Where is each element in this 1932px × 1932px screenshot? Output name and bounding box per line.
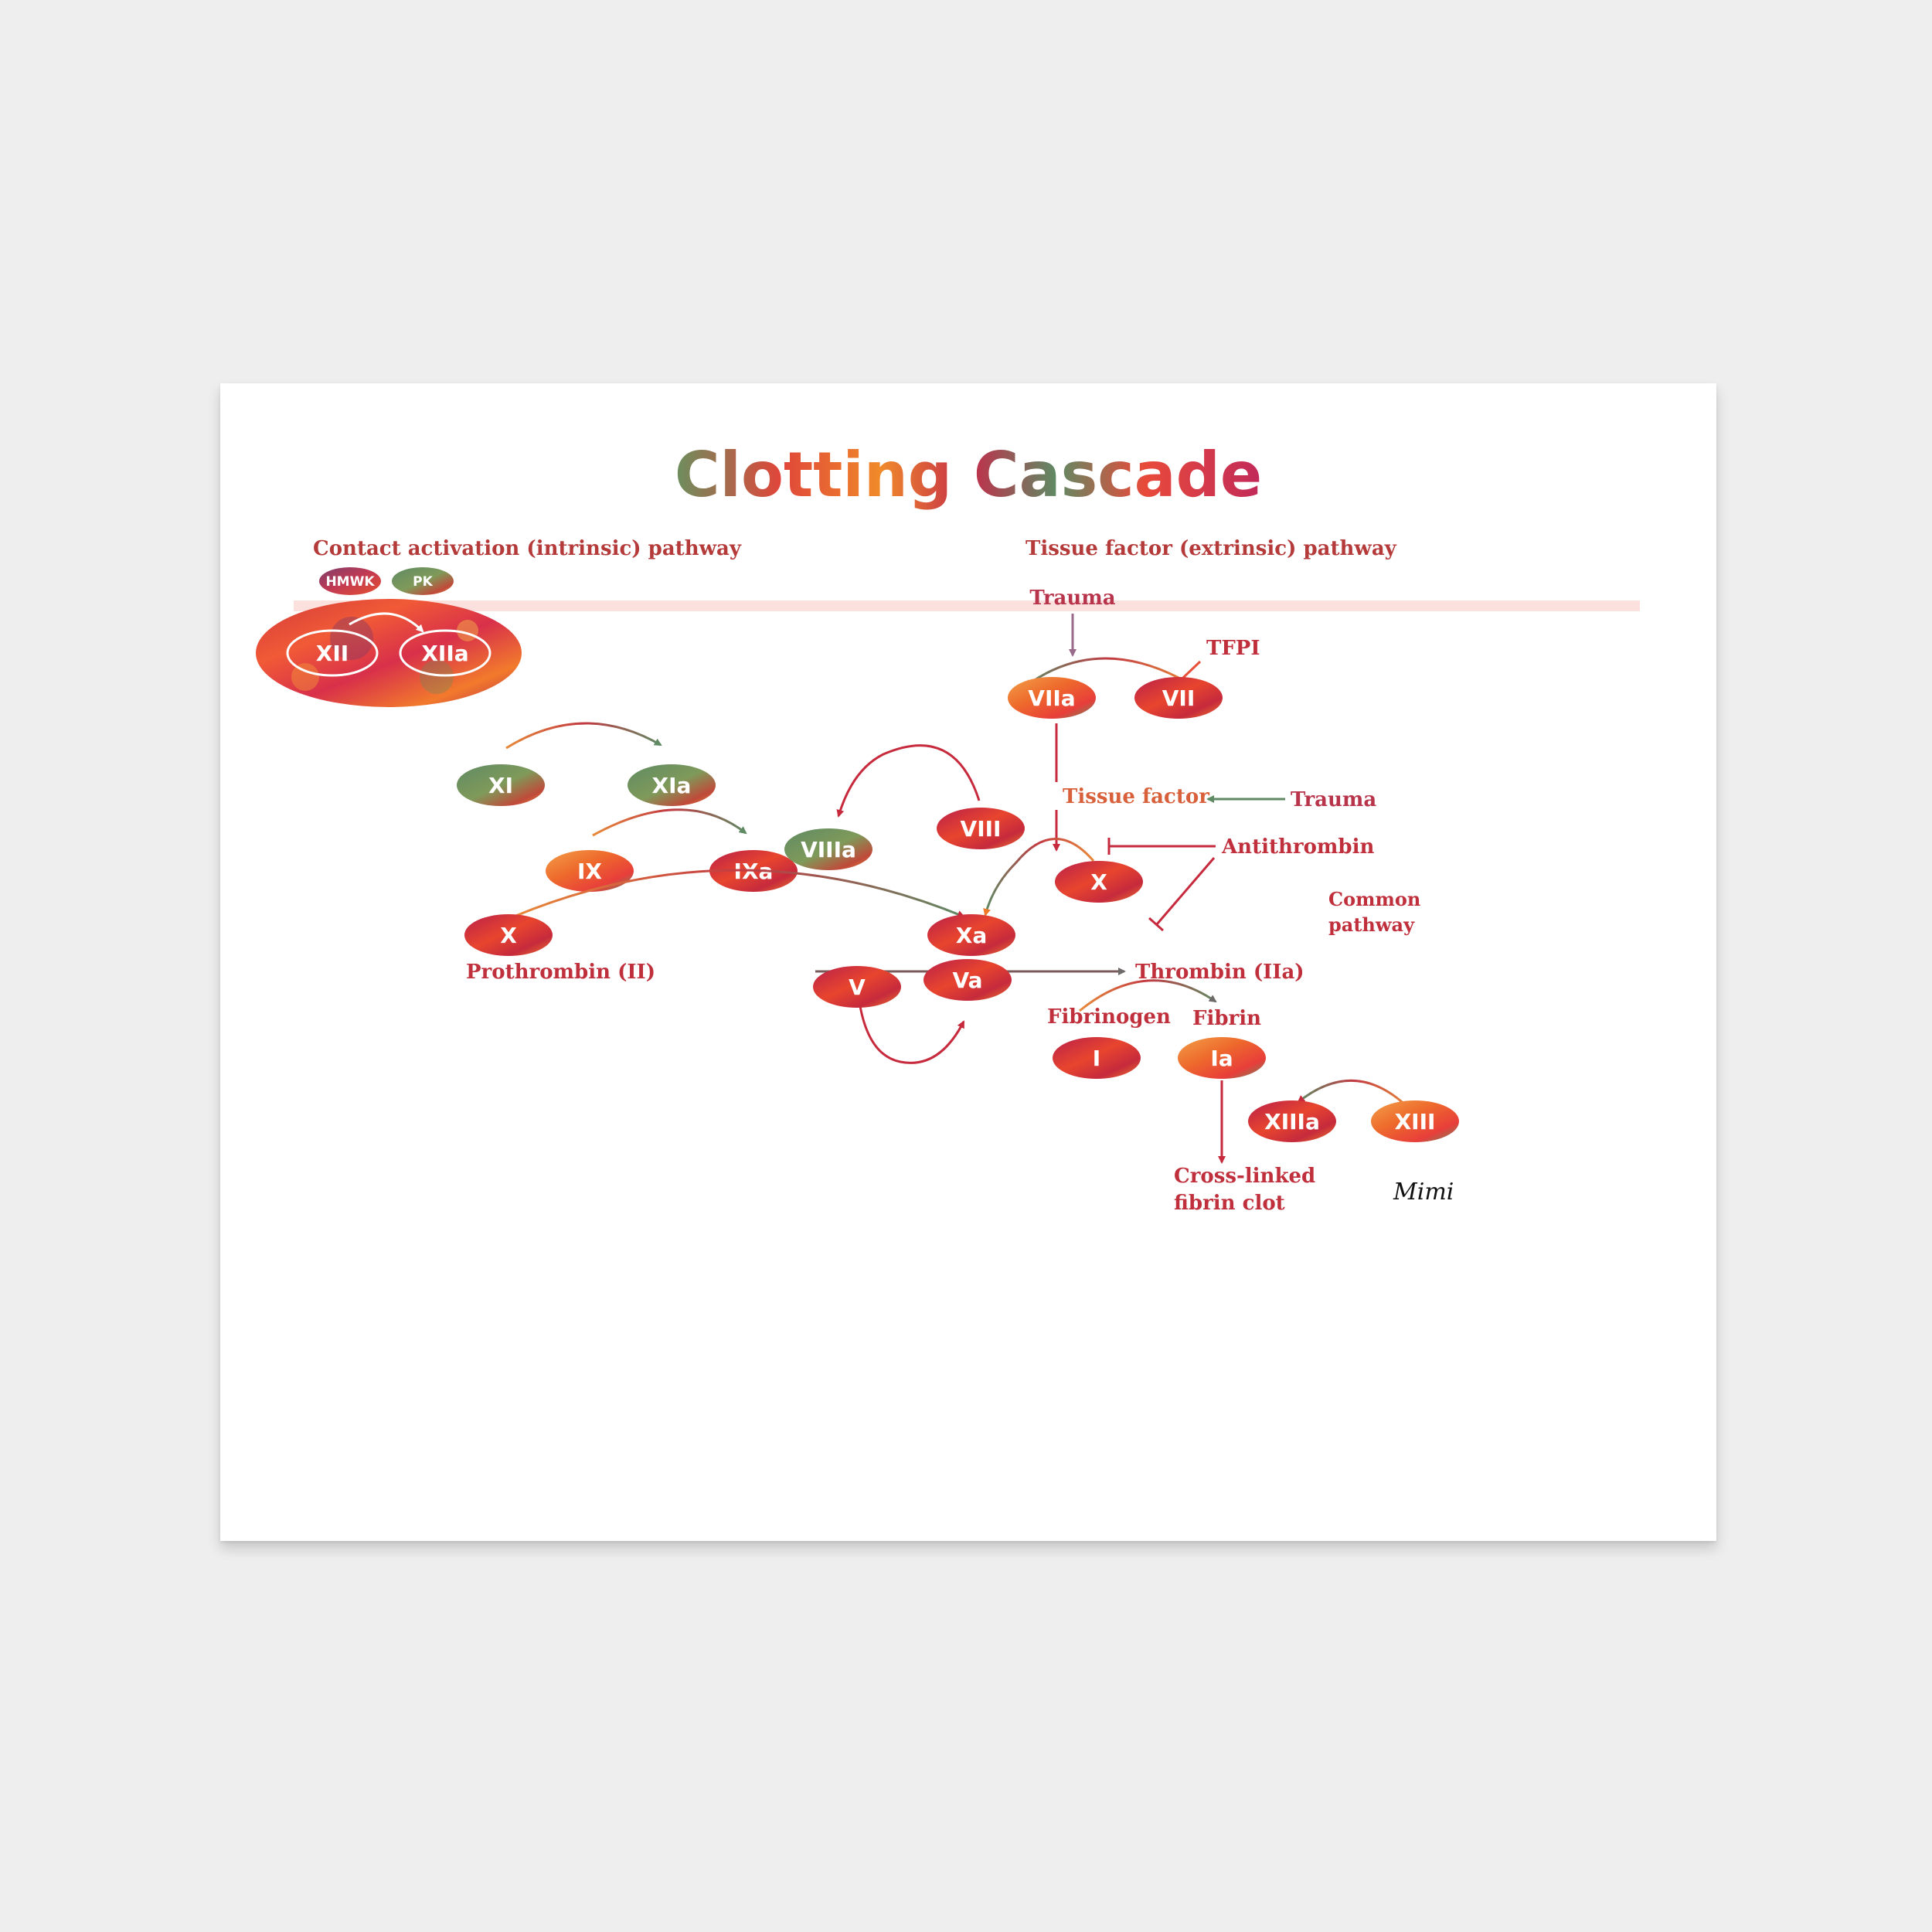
trauma-right-label: Trauma <box>1291 788 1376 811</box>
extrinsic-pathway-label: Tissue factor (extrinsic) pathway <box>1026 537 1397 560</box>
x-ext-to-xa-arrow <box>983 838 1095 917</box>
viiia-node: VIIIa <box>784 828 872 870</box>
common-pathway-label-line1: Common <box>1328 888 1420 910</box>
poster: Clotting Cascade Contact activation (int… <box>220 383 1716 1541</box>
viii-node: VIII <box>937 808 1025 849</box>
xa-label: Xa <box>956 923 987 948</box>
x-extrinsic-node: X <box>1055 861 1143 903</box>
trauma-top-label: Trauma <box>1029 587 1115 610</box>
v-node: V <box>813 966 901 1008</box>
ix-label: IX <box>577 859 602 884</box>
ix-node: IX <box>546 850 634 892</box>
tfpi-label: TFPI <box>1206 637 1260 660</box>
va-label: Va <box>952 968 982 993</box>
xii-label: XII <box>316 641 349 666</box>
fibrinogen-label: Fibrinogen <box>1047 1005 1171 1029</box>
xia-node: XIa <box>628 764 716 806</box>
title-divider <box>294 600 1640 611</box>
i-node: I <box>1053 1037 1141 1079</box>
va-node: Va <box>923 959 1012 1001</box>
xii-complex: XII XIIa <box>256 599 522 707</box>
xiiia-node: XIIIa <box>1248 1100 1336 1142</box>
crosslinked-clot-label-line2: fibrin clot <box>1174 1192 1285 1215</box>
xiii-node: XIII <box>1371 1100 1459 1142</box>
vii-to-viia-arrow <box>1024 657 1195 688</box>
viia-label: VIIa <box>1028 685 1075 711</box>
antithrombin-inhibit-thrombin-bar <box>1148 917 1164 932</box>
fibrinogen-to-fibrin-arrow <box>1079 979 1217 1012</box>
x-intrinsic-node: X <box>464 914 553 956</box>
common-pathway-label-line2: pathway <box>1328 913 1415 936</box>
xiiia-label: XIIIa <box>1264 1109 1320 1134</box>
antithrombin-label: Antithrombin <box>1221 835 1374 859</box>
v-label: V <box>849 975 866 1000</box>
crosslinked-clot-label-line1: Cross-linked <box>1174 1165 1315 1188</box>
diagram-title: Clotting Cascade <box>675 439 1262 511</box>
xi-node: XI <box>457 764 545 806</box>
viii-to-viiia-arrow <box>836 744 981 818</box>
clotting-cascade-diagram: Clotting Cascade Contact activation (int… <box>256 439 1459 1215</box>
xiii-to-xiiia-arrow <box>1297 1079 1412 1111</box>
artist-signature: Mimi <box>1393 1179 1454 1206</box>
viiia-label: VIIIa <box>801 837 856 862</box>
pk-node: PK <box>392 567 454 595</box>
x-extrinsic-label: X <box>1090 869 1107 895</box>
prothrombin-label: Prothrombin (II) <box>466 961 655 984</box>
ia-node: Ia <box>1178 1037 1266 1079</box>
viia-node: VIIa <box>1008 677 1096 719</box>
hmwk-node: HMWK <box>319 567 381 595</box>
vii-node: VII <box>1134 677 1223 719</box>
intrinsic-pathway-label: Contact activation (intrinsic) pathway <box>313 537 742 560</box>
xiia-label: XIIa <box>421 641 468 666</box>
pk-label: PK <box>413 574 433 590</box>
xiii-label: XIII <box>1395 1109 1436 1134</box>
tissue-factor-label: Tissue factor <box>1063 785 1209 808</box>
viii-label: VIII <box>961 816 1002 842</box>
i-label: I <box>1093 1046 1100 1071</box>
ix-to-ixa-arrow <box>592 808 747 837</box>
xa-node: Xa <box>927 914 1015 956</box>
xi-label: XI <box>488 773 513 798</box>
fibrin-label: Fibrin <box>1192 1007 1261 1030</box>
v-to-va-arrow <box>859 1005 965 1064</box>
x-int-to-xa-arrow <box>513 869 965 918</box>
xia-label: XIa <box>652 773 692 798</box>
hmwk-label: HMWK <box>325 574 375 590</box>
antithrombin-inhibit-thrombin <box>1155 857 1216 925</box>
vii-label: VII <box>1162 685 1196 711</box>
xi-to-xia-arrow <box>505 722 662 750</box>
ia-label: Ia <box>1210 1046 1233 1071</box>
x-intrinsic-label: X <box>500 923 517 948</box>
